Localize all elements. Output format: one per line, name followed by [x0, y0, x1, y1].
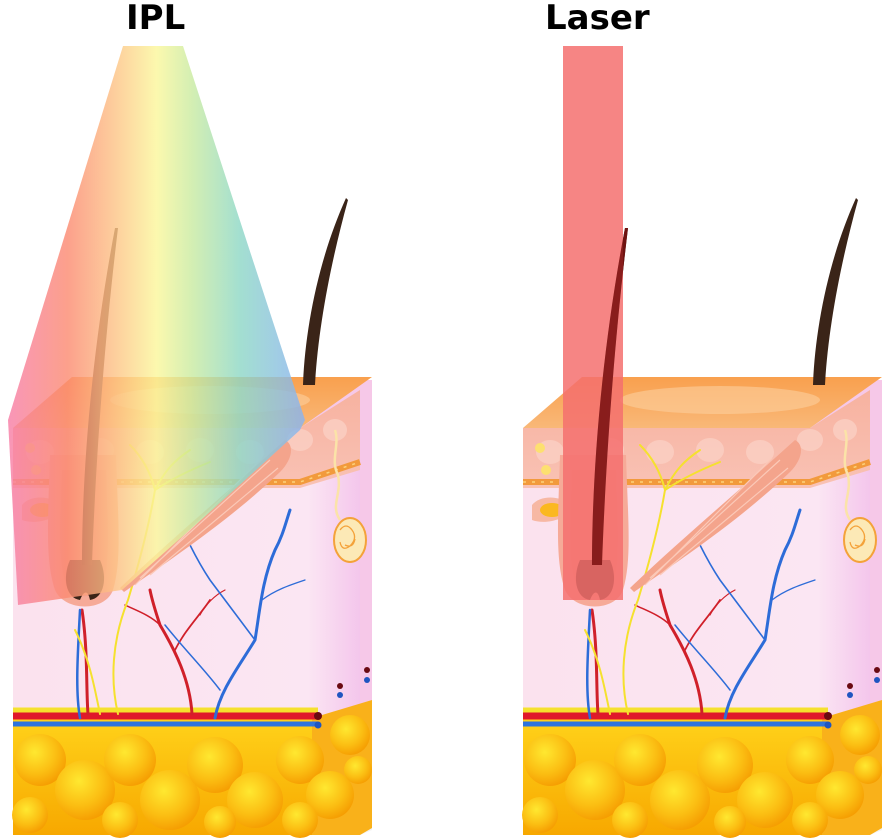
- laser-title: Laser: [545, 0, 650, 38]
- ipl-title: IPL: [126, 0, 186, 38]
- ipl-light-beam: [8, 46, 305, 605]
- laser-panel: [522, 46, 882, 838]
- ipl-panel: [8, 46, 372, 838]
